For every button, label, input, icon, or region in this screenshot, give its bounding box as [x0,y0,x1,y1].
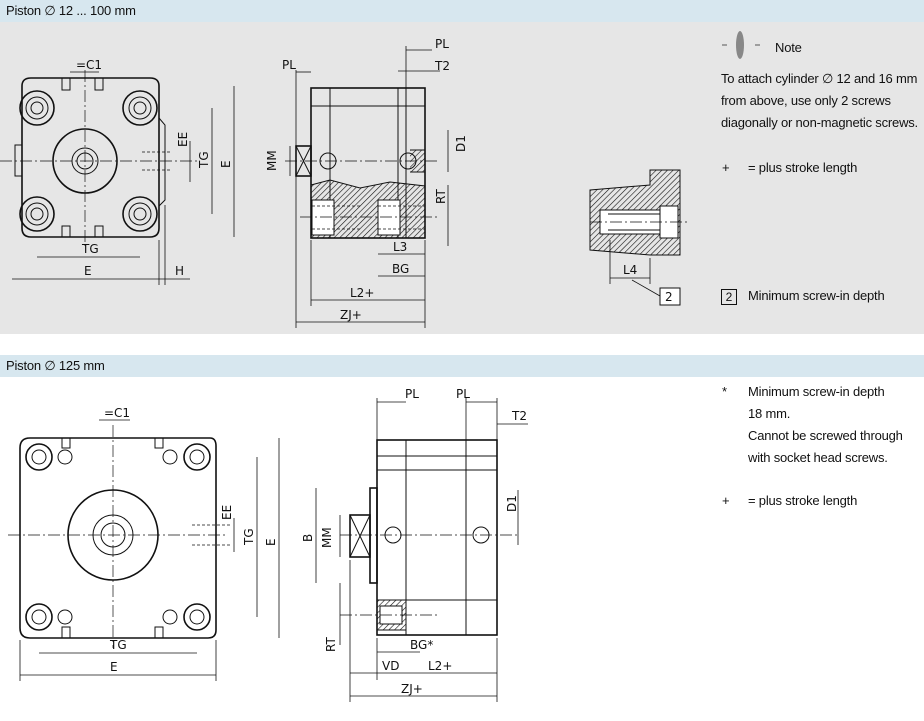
s2-dim-vd-label: VD [382,659,399,673]
section1-panel [0,22,924,334]
dim-zj-label: ZJ+ [340,308,362,322]
plus-stroke-text: = plus stroke length [748,160,858,175]
callout-box: 2 [721,289,737,305]
star-line-4: with socket head screws. [748,450,888,465]
s2-plus-symbol: + [722,493,730,508]
s2-dim-tg-vertical-label: TG [242,528,256,546]
note-label: Note [775,40,802,55]
s2-dim-tg-horizontal-label: TG [109,638,127,652]
star-line-2: 18 mm. [748,406,791,421]
s1-screw-detail: L4 2 [589,169,690,306]
s2-dim-e-horizontal-label: E [110,660,118,674]
s2-dim-rt-label: RT [324,637,338,652]
dim-l4-label: L4 [623,263,637,277]
dim-tg-horizontal-label: TG [81,242,99,256]
s2-side-view: PL PL T2 B MM D1 RT BG* VD L2+ ZJ+ [301,387,528,702]
s2-plus-stroke-text: = plus stroke length [748,493,858,508]
section1-title: Piston ∅ 12 ... 100 mm [6,3,136,18]
section2-title: Piston ∅ 125 mm [6,358,105,373]
s2-dim-d1-label: D1 [505,495,519,512]
s2-dim-zj-label: ZJ+ [401,682,423,696]
section1-header: Piston ∅ 12 ... 100 mm [0,0,924,22]
star-line-3: Cannot be screwed through [748,428,903,443]
s2-dim-pl2-label: PL [456,387,470,401]
dim-rt-label: RT [434,189,448,204]
dim-mm-label: MM [265,150,279,171]
dim-l2-label: L2+ [350,286,374,300]
dim-e-horizontal-label: E [84,264,92,278]
dim-t2-label: T2 [434,59,450,73]
s1-side-view: PL PL T2 MM D1 RT L3 BG L2+ ZJ+ [265,37,468,328]
dim-pl-left-label: PL [282,58,296,72]
dim-c1-label: =C1 [76,58,102,72]
note-line-3: diagonally or non-magnetic screws. [721,115,918,130]
s2-dim-l2-label: L2+ [428,659,452,673]
dim-l3-label: L3 [393,240,407,254]
detail-callout-number: 2 [665,290,673,304]
s2-front-view: =C1 EE TG E TG E [8,406,280,681]
dim-bg-label: BG [392,262,409,276]
s2-dim-b-label: B [301,534,315,542]
dim-tg-vertical-label: TG [197,151,211,169]
s2-dim-c1-label: =C1 [104,406,130,420]
s2-dim-ee-label: EE [220,505,234,520]
dim-pl-top-label: PL [435,37,449,51]
note-line-2: from above, use only 2 screws [721,93,891,108]
s2-dim-e-vertical-label: E [264,538,278,546]
s2-dim-pl1-label: PL [405,387,419,401]
star-symbol: * [722,384,727,399]
s2-dim-bg-label: BG* [410,638,433,652]
plus-symbol: + [722,160,730,175]
note-line-1: To attach cylinder ∅ 12 and 16 mm [721,71,918,86]
section2-header: Piston ∅ 125 mm [0,355,924,377]
callout-text: Minimum screw-in depth [748,288,885,303]
s2-dim-mm-label: MM [320,527,334,548]
s2-dim-t2-label: T2 [511,409,527,423]
dim-ee-label: EE [176,132,190,147]
note-icon [722,31,760,59]
star-line-1: Minimum screw-in depth [748,384,885,399]
s1-front-view: =C1 EE TG E TG E H [0,58,235,285]
dim-d1-label: D1 [454,135,468,152]
dim-e-vertical-label: E [219,160,233,168]
dim-h-label: H [175,264,184,278]
